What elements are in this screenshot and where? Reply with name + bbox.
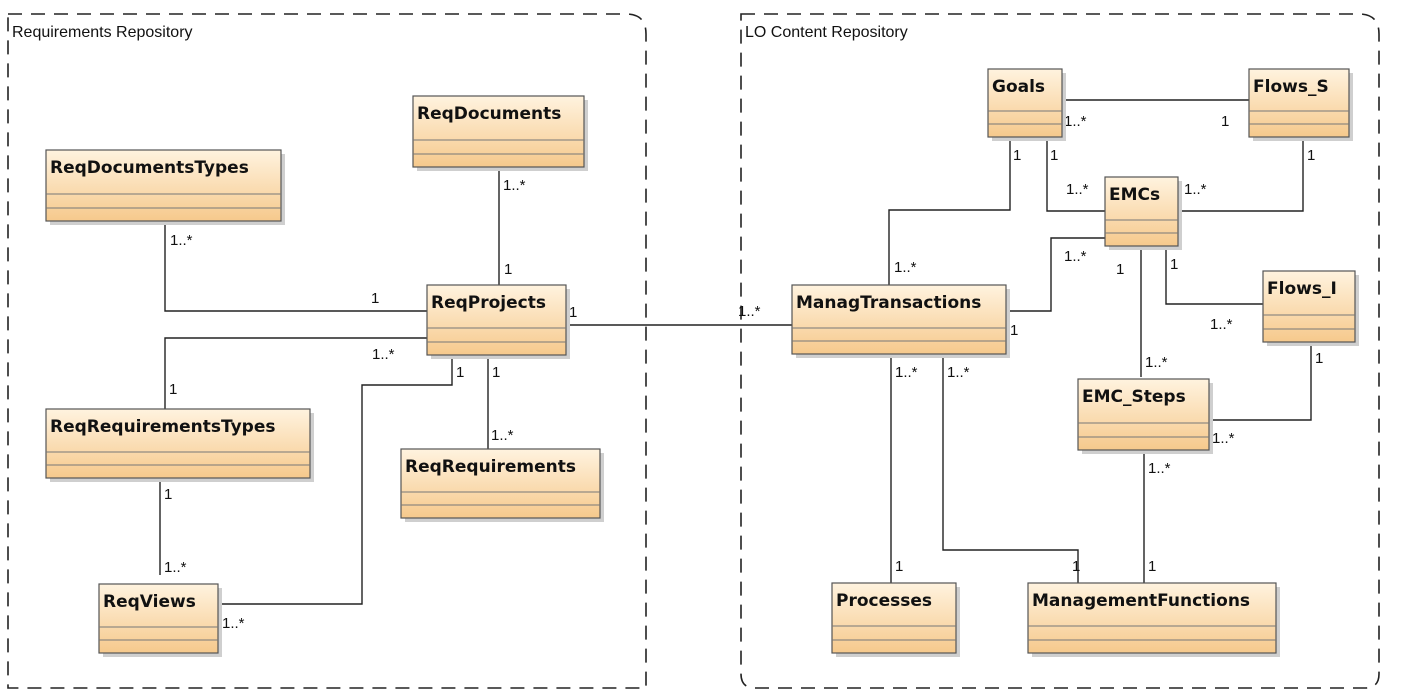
mult-goals-flows-s-to: 1 [1221,113,1229,130]
class-body [426,284,567,356]
mult-docs-projects-to: 1 [504,261,512,278]
class-name: EMC_Steps [1082,387,1186,407]
class-body [1027,582,1277,654]
mult-flows-s-emcs-from: 1 [1307,147,1315,164]
class-boxes: ReqDocumentsTypes ReqDocuments ReqProjec… [45,68,1359,657]
mult-docs-projects-from: 1..* [503,177,526,194]
mult-reqtypes-views-to: 1..* [164,559,187,576]
mult-goals-emcs-to: 1..* [1066,181,1089,198]
class-flows-s[interactable]: Flows_S [1248,68,1353,141]
association-line-emcs-flows-i[interactable] [1165,246,1263,305]
class-manag-transactions[interactable]: ManagTransactions [791,284,1010,358]
class-req-documents[interactable]: ReqDocuments [412,95,588,171]
association-line-views-projects[interactable] [218,355,453,605]
association-lines [159,99,1312,605]
multiplicity-labels: 1..* 1 1..* 1 1 1..* 1..* 1 1..* 1 1 1..… [164,113,1323,632]
mult-emcs-flows-i-to: 1..* [1210,316,1233,333]
class-emcs[interactable]: EMCs [1104,176,1182,250]
association-line-flows-s-emcs[interactable] [1178,137,1304,212]
class-req-views[interactable]: ReqViews [98,583,222,657]
mult-emcs-steps-to: 1..* [1145,354,1168,371]
mult-projects-transactions-from: 1 [569,304,577,321]
mult-transactions-processes-to: 1 [895,558,903,575]
association-line-doctypes-projects[interactable] [164,221,427,312]
package-frame [740,13,1380,689]
package-label: Requirements Repository [12,24,193,41]
package-requirements-repository[interactable]: Requirements Repository [7,13,647,689]
class-body [987,68,1063,138]
class-name: EMCs [1109,185,1160,205]
mult-transactions-emcs-from: 1 [1010,322,1018,339]
class-name: Flows_I [1267,279,1337,299]
class-name: Flows_S [1253,77,1329,97]
mult-reqtypes-projects-to: 1..* [372,346,395,363]
mult-transactions-emcs-to: 1..* [1064,248,1087,265]
class-name: ReqDocumentsTypes [50,158,249,178]
class-goals[interactable]: Goals [987,68,1066,141]
class-req-requirements[interactable]: ReqRequirements [400,448,604,522]
class-flows-i[interactable]: Flows_I [1262,270,1359,346]
class-name: ManagTransactions [796,293,981,313]
association-line-transactions-emcs[interactable] [1006,237,1105,312]
mult-views-projects-to: 1 [456,364,464,381]
association-line-transactions-functions[interactable] [942,354,1079,583]
class-body [412,95,585,168]
class-name: ReqDocuments [417,104,561,124]
class-processes[interactable]: Processes [831,582,960,657]
class-emc-steps[interactable]: EMC_Steps [1077,378,1213,454]
class-req-requirements-types[interactable]: ReqRequirementsTypes [45,408,314,482]
mult-flows-i-steps-to: 1..* [1212,430,1235,447]
class-name: ReqRequirementsTypes [50,417,276,437]
class-name: ReqViews [103,592,196,612]
package-label: LO Content Repository [745,24,908,41]
class-body [400,448,601,519]
mult-reqtypes-projects-from: 1 [169,381,177,398]
package-frame [7,13,647,689]
class-name: ReqProjects [431,293,546,313]
association-line-goals-emcs[interactable] [1046,137,1105,212]
mult-views-projects-from: 1..* [222,615,245,632]
mult-steps-functions-from: 1..* [1148,460,1171,477]
mult-steps-functions-to: 1 [1148,558,1156,575]
class-body [831,582,957,654]
mult-doctypes-projects-to: 1 [371,290,379,307]
mult-transactions-processes-from: 1..* [895,364,918,381]
class-body [45,149,282,222]
mult-flows-i-steps-from: 1 [1315,350,1323,367]
class-req-projects[interactable]: ReqProjects [426,284,570,359]
class-body [1262,270,1356,343]
mult-requirements-projects-from: 1..* [491,427,514,444]
mult-emcs-flows-i-from: 1 [1170,256,1178,273]
mult-goals-flows-s-from: 1..* [1064,113,1087,130]
mult-requirements-projects-to: 1 [492,364,500,381]
class-body [1104,176,1179,247]
mult-goals-transactions-to: 1..* [894,259,917,276]
class-body [98,583,219,654]
class-name: ManagementFunctions [1032,591,1250,611]
mult-transactions-functions-from: 1..* [947,364,970,381]
mult-reqtypes-views-from: 1 [164,486,172,503]
mult-transactions-functions-to: 1 [1072,558,1080,575]
class-body [1248,68,1350,138]
class-management-functions[interactable]: ManagementFunctions [1027,582,1280,657]
mult-projects-transactions-to: 1..* [738,303,761,320]
class-name: Processes [836,591,932,611]
class-body [45,408,311,479]
mult-goals-transactions-from: 1 [1013,147,1021,164]
class-name: ReqRequirements [405,457,576,477]
association-line-goals-transactions[interactable] [888,137,1011,285]
mult-emcs-steps-from: 1 [1116,261,1124,278]
class-body [791,284,1007,355]
association-line-flows-i-steps[interactable] [1209,342,1312,421]
association-line-reqtypes-projects[interactable] [164,337,427,409]
package-lo-content-repository[interactable]: LO Content Repository [740,13,1380,689]
class-body [1077,378,1210,451]
mult-doctypes-projects-from: 1..* [170,232,193,249]
mult-goals-emcs-from: 1 [1050,147,1058,164]
class-name: Goals [992,77,1045,97]
class-req-documents-types[interactable]: ReqDocumentsTypes [45,149,285,225]
mult-flows-s-emcs-to: 1..* [1184,181,1207,198]
